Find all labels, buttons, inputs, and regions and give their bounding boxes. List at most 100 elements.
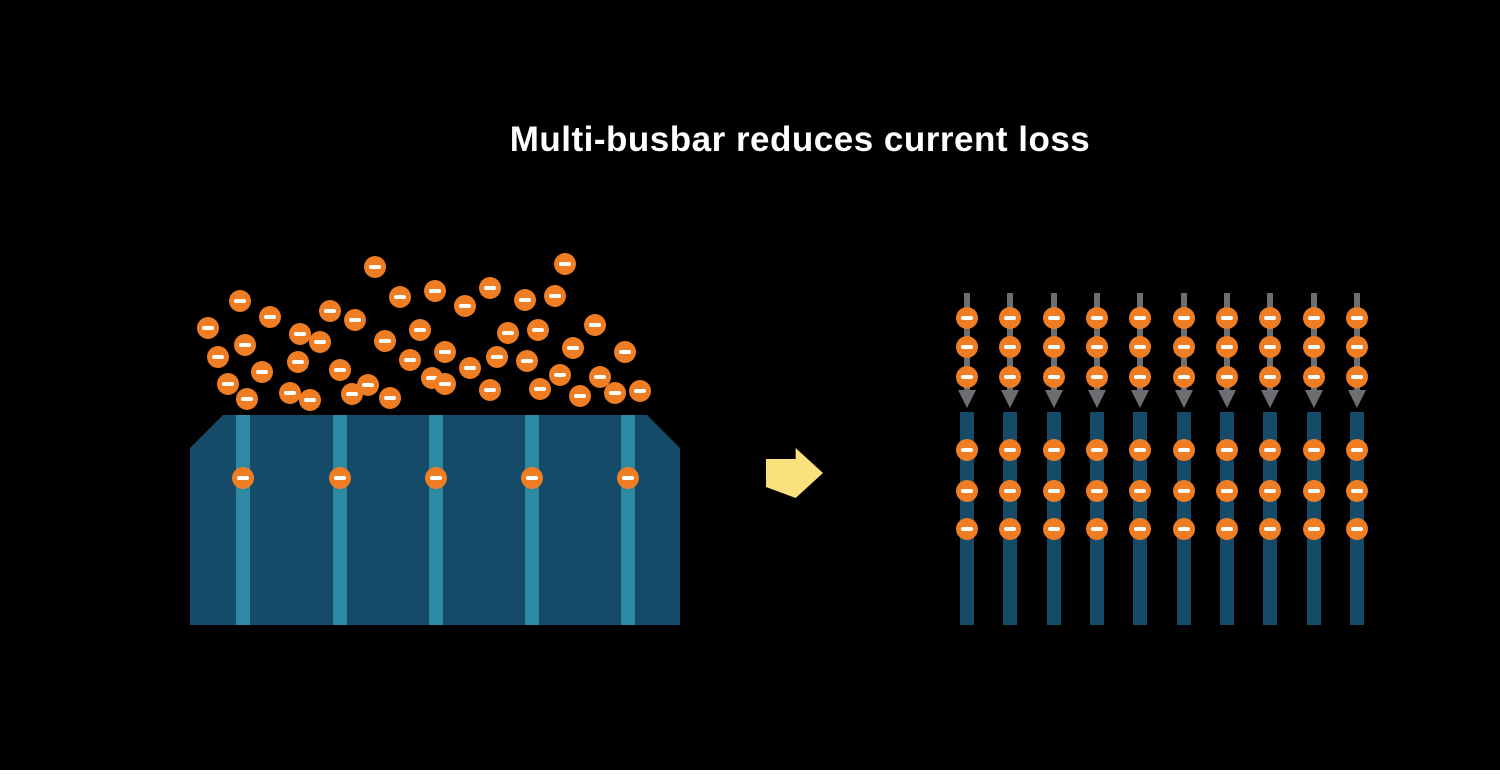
electron-minus-icon <box>434 373 456 395</box>
electron-minus-icon <box>329 359 351 381</box>
electron-minus-icon <box>289 323 311 345</box>
electron-minus-icon <box>999 307 1021 329</box>
electron-minus-icon <box>344 309 366 331</box>
electron-minus-icon <box>197 317 219 339</box>
electron-minus-icon <box>1346 518 1368 540</box>
current-flow-arrow-head-icon <box>1175 390 1193 408</box>
electron-minus-icon <box>1129 480 1151 502</box>
electron-minus-icon <box>1129 439 1151 461</box>
electron-minus-icon <box>514 289 536 311</box>
electron-minus-icon <box>554 253 576 275</box>
electron-minus-icon <box>1043 439 1065 461</box>
electron-minus-icon <box>956 439 978 461</box>
electron-minus-icon <box>999 439 1021 461</box>
electron-minus-icon <box>956 518 978 540</box>
electron-minus-icon <box>319 300 341 322</box>
electron-minus-icon <box>234 334 256 356</box>
electron-minus-icon <box>1303 439 1325 461</box>
current-flow-arrow-head-icon <box>1305 390 1323 408</box>
electron-minus-icon <box>527 319 549 341</box>
electron-minus-icon <box>479 379 501 401</box>
electron-minus-icon <box>614 341 636 363</box>
electron-minus-icon <box>529 378 551 400</box>
electron-minus-icon <box>251 361 273 383</box>
electron-minus-icon <box>629 380 651 402</box>
electron-minus-icon <box>1173 307 1195 329</box>
electron-minus-icon <box>1346 336 1368 358</box>
electron-minus-icon <box>544 285 566 307</box>
electron-minus-icon <box>229 290 251 312</box>
electron-minus-icon <box>364 256 386 278</box>
electron-minus-icon <box>549 364 571 386</box>
electron-minus-icon <box>1303 480 1325 502</box>
electron-minus-icon <box>409 319 431 341</box>
electron-minus-icon <box>1129 307 1151 329</box>
electron-minus-icon <box>1173 439 1195 461</box>
electron-minus-icon <box>309 331 331 353</box>
electron-minus-icon <box>584 314 606 336</box>
electron-minus-icon <box>1346 480 1368 502</box>
electron-minus-icon <box>1216 336 1238 358</box>
electron-minus-icon <box>1086 366 1108 388</box>
electron-minus-icon <box>259 306 281 328</box>
electron-minus-icon <box>479 277 501 299</box>
electron-minus-icon <box>299 389 321 411</box>
electron-minus-icon <box>236 388 258 410</box>
electron-minus-icon <box>374 330 396 352</box>
current-flow-arrow-head-icon <box>1001 390 1019 408</box>
electron-minus-icon <box>956 480 978 502</box>
electron-minus-icon <box>1216 366 1238 388</box>
electron-minus-icon <box>562 337 584 359</box>
electron-minus-icon <box>454 295 476 317</box>
electron-minus-icon <box>1303 366 1325 388</box>
electron-minus-icon <box>1303 518 1325 540</box>
electron-minus-icon <box>1086 336 1108 358</box>
current-flow-arrow-head-icon <box>1348 390 1366 408</box>
electron-minus-icon <box>1259 439 1281 461</box>
electron-minus-icon <box>232 467 254 489</box>
electron-minus-icon <box>1129 518 1151 540</box>
current-flow-arrow-head-icon <box>1218 390 1236 408</box>
electron-minus-icon <box>521 467 543 489</box>
electron-minus-icon <box>1346 307 1368 329</box>
electron-minus-icon <box>999 366 1021 388</box>
electron-minus-icon <box>1043 518 1065 540</box>
electron-minus-icon <box>207 346 229 368</box>
electron-minus-icon <box>1259 307 1281 329</box>
electron-minus-icon <box>329 467 351 489</box>
electron-minus-icon <box>617 467 639 489</box>
electron-minus-icon <box>459 357 481 379</box>
electron-minus-icon <box>486 346 508 368</box>
electron-minus-icon <box>1129 366 1151 388</box>
electron-minus-icon <box>999 518 1021 540</box>
electron-minus-icon <box>1086 518 1108 540</box>
electron-minus-icon <box>999 480 1021 502</box>
electron-minus-icon <box>1086 307 1108 329</box>
electron-minus-icon <box>1216 518 1238 540</box>
electron-minus-icon <box>1259 480 1281 502</box>
electron-minus-icon <box>516 350 538 372</box>
electron-minus-icon <box>1346 366 1368 388</box>
current-flow-arrow-head-icon <box>1261 390 1279 408</box>
current-flow-arrow-head-icon <box>958 390 976 408</box>
electron-minus-icon <box>1173 480 1195 502</box>
electron-minus-icon <box>434 341 456 363</box>
electron-minus-icon <box>389 286 411 308</box>
electron-minus-icon <box>341 383 363 405</box>
electron-minus-icon <box>1216 307 1238 329</box>
electron-minus-icon <box>956 336 978 358</box>
electron-minus-icon <box>1216 439 1238 461</box>
current-flow-arrow-head-icon <box>1131 390 1149 408</box>
electron-minus-icon <box>1216 480 1238 502</box>
electron-minus-icon <box>1043 480 1065 502</box>
electron-minus-icon <box>1346 439 1368 461</box>
current-flow-arrow-head-icon <box>1045 390 1063 408</box>
electron-minus-icon <box>1259 366 1281 388</box>
electron-minus-icon <box>1173 336 1195 358</box>
electron-minus-icon <box>217 373 239 395</box>
